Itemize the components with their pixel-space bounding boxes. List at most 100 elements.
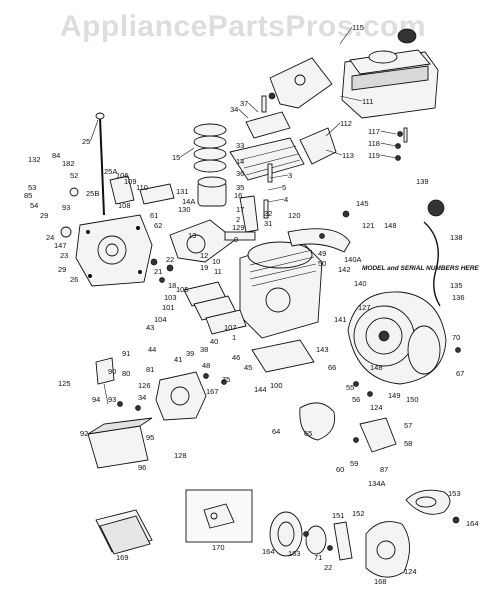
- callout-label: 113: [342, 151, 354, 160]
- callout-label: 111: [362, 97, 373, 106]
- governor-levers: [60, 175, 175, 238]
- leader-line: [269, 174, 289, 179]
- callout-label: 34: [230, 105, 238, 114]
- callout-label: 29: [40, 211, 48, 220]
- callout-label: 26: [70, 275, 78, 284]
- governor-rod: [95, 112, 105, 216]
- callout-label: 127: [358, 303, 371, 312]
- callout-label: 93: [62, 203, 70, 212]
- muffler-bracket: [299, 402, 336, 441]
- breather-plate: [299, 127, 337, 165]
- piston: [197, 176, 227, 207]
- callout-label: 91: [122, 349, 130, 358]
- callout-label: 48: [202, 361, 210, 370]
- callout-label: 13: [188, 231, 196, 240]
- callout-label: 31: [264, 219, 272, 228]
- fuel-tank: [87, 417, 153, 469]
- callout-label: 16: [234, 191, 242, 200]
- callout-label: 94: [92, 395, 100, 404]
- callout-label: 131: [176, 187, 189, 196]
- callout-label: 170: [212, 543, 225, 552]
- callout-label: 126: [138, 381, 151, 390]
- callout-label: 106: [116, 171, 129, 180]
- callout-label: 151: [332, 511, 345, 520]
- callout-label: 41: [174, 355, 182, 364]
- callout-label: 80: [122, 369, 130, 378]
- callout-label: 66: [328, 363, 336, 372]
- callout-label: 129: [232, 223, 245, 232]
- callout-label: 124: [370, 403, 383, 412]
- leader-line: [180, 147, 195, 158]
- watermark-text: AppliancePartsPros.com: [59, 10, 427, 43]
- callout-label: 140A: [344, 255, 362, 264]
- callout-label: 43: [146, 323, 154, 332]
- callout-label: 44: [148, 345, 156, 354]
- starter-housing: [365, 521, 410, 578]
- callout-label: 64: [272, 427, 280, 436]
- starter-pulley: [305, 525, 327, 555]
- callout-label: 22: [324, 563, 332, 572]
- callout-label: 100: [270, 381, 283, 390]
- blower-housing: [347, 291, 447, 385]
- callout-label: 134A: [368, 479, 386, 488]
- callout-label: 54: [30, 201, 38, 210]
- callout-label: 112: [340, 119, 352, 128]
- control-bracket: [95, 357, 115, 405]
- callout-label: 139: [416, 177, 429, 186]
- callout-label: 36: [236, 169, 244, 178]
- callout-label: 108: [118, 201, 131, 210]
- callout-label: 17: [236, 205, 244, 214]
- callout-label: 163: [288, 549, 301, 558]
- callout-label: 9: [234, 235, 238, 244]
- air-cleaner-bracket: [269, 57, 333, 109]
- starter-lever: [333, 521, 353, 561]
- callout-label: 101: [162, 303, 175, 312]
- callout-label: 53: [28, 183, 36, 192]
- air-cleaner-housing: [341, 28, 439, 119]
- callout-label: 52: [70, 171, 78, 180]
- callout-label: 49: [318, 249, 326, 258]
- callout-label: 29: [58, 265, 66, 274]
- intake-gaskets: [183, 281, 247, 335]
- callout-label: 85: [24, 191, 32, 200]
- callout-label: 1: [232, 333, 236, 342]
- callout-label: 50: [318, 259, 326, 268]
- callout-label: 135: [450, 281, 463, 290]
- callout-label: 130: [178, 205, 191, 214]
- callout-label: 121: [362, 221, 375, 230]
- cylinder-head: [229, 137, 305, 181]
- callout-label: 21: [154, 267, 162, 276]
- callout-label: 58: [404, 439, 412, 448]
- callout-label: 182: [62, 159, 75, 168]
- recoil-starter-gear: [269, 511, 303, 557]
- callout-label: 22: [166, 255, 174, 264]
- callout-label: 117: [368, 127, 380, 136]
- callout-label: 109: [124, 177, 137, 186]
- leader-line: [325, 122, 341, 137]
- callout-label: 103: [164, 293, 177, 302]
- carburetor: [155, 371, 207, 421]
- callout-label: 71: [314, 553, 322, 562]
- callout-label: 96: [138, 463, 146, 472]
- callout-label: 143: [316, 345, 329, 354]
- callout-label: 65: [304, 429, 312, 438]
- leader-line: [339, 95, 363, 102]
- callout-label: 75: [222, 375, 230, 384]
- head-gasket-plate: [245, 111, 291, 139]
- callout-label: 39: [186, 349, 194, 358]
- callout-label: 124: [404, 567, 417, 576]
- callout-label: 34: [138, 393, 146, 402]
- callout-label: 138: [450, 233, 463, 242]
- leader-line: [325, 149, 343, 156]
- callout-label: 25: [82, 137, 90, 146]
- callout-label: 104: [154, 315, 167, 324]
- callout-label: 110: [136, 183, 148, 192]
- callout-label: 62: [154, 221, 162, 230]
- callout-label: 84: [52, 151, 60, 160]
- callout-label: 61: [150, 211, 158, 220]
- callout-label: 4: [284, 195, 288, 204]
- small-hardware: [117, 92, 461, 551]
- engine-block: [239, 239, 323, 339]
